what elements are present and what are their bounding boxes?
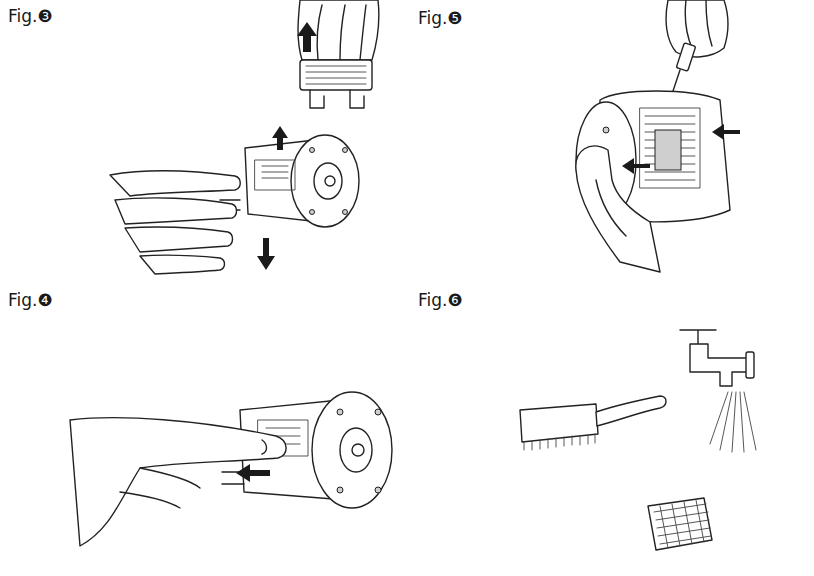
figure-label: Fig.❹ (8, 290, 53, 310)
fig3-fingers (110, 171, 240, 274)
fig6-tap-part (690, 344, 748, 386)
fig6-tap (680, 330, 754, 386)
fig6-tap-part (746, 352, 754, 378)
fig6-foil-part (654, 504, 711, 544)
figure-label: Fig.❸ (8, 6, 53, 26)
fig6-foil-part (660, 500, 704, 548)
fig3-arrow-down (257, 238, 275, 270)
fig5-shaver-part (655, 130, 681, 170)
fig3-shaver-head-part (255, 160, 295, 190)
fig5-screwdriver-hand-part (666, 0, 728, 57)
fig6-water-part (710, 392, 756, 452)
fig3-fingers-part (140, 255, 225, 274)
fig3-shaver-head-part (325, 176, 335, 186)
fig3-arrow-up (297, 22, 317, 52)
fig3-fingers-part (125, 227, 233, 252)
fig6-foil (648, 498, 712, 550)
fig4-shaver-head-part (337, 487, 343, 493)
fig5-screwdriver-hand-part (685, 0, 712, 48)
fig4-arrow-left-part (236, 464, 270, 482)
fig3-arrow-down-part (257, 238, 275, 270)
fig3-arrow-up-small-part (272, 126, 288, 150)
fig5-arrows-part (622, 158, 650, 174)
fig3-shaver-head-part (310, 148, 315, 153)
fig3-shaver-head-part (291, 135, 359, 227)
fig4-hand-part (70, 418, 286, 546)
fig5-arrows-part (712, 124, 740, 140)
fig6-foil-part (648, 498, 712, 550)
figure-label: Fig.❻ (418, 290, 463, 310)
fig3-hand-top-part (298, 0, 379, 60)
fig5-shaver-part (640, 108, 700, 188)
fig5-hand (576, 146, 660, 272)
fig5-screwdriver-hand-part (676, 43, 695, 71)
fig3-hand-top-part (310, 90, 364, 108)
fig5-arrows (622, 124, 740, 174)
fig4-hand-part (262, 440, 267, 454)
fig3-shaver-head-part (310, 210, 315, 215)
fig3-fingers-part (110, 171, 240, 196)
fig6-brush (520, 396, 666, 450)
fig4-hand-part (120, 468, 200, 508)
fig3-hand-top-part (317, 5, 366, 60)
fig4-shaver-head-part (312, 392, 392, 508)
fig3-fingers-part (115, 198, 237, 224)
fig3-shaver-head (220, 135, 359, 227)
fig5-hand-part (576, 146, 660, 272)
fig3-shaver-head-part (343, 148, 348, 153)
fig4-hand (70, 418, 286, 546)
fig6-tap-part (680, 330, 716, 344)
fig3-shaver-head-part (314, 163, 342, 199)
fig4-shaver-head-part (375, 487, 381, 493)
figure-label: Fig.❺ (418, 8, 463, 28)
fig3-arrow-up-part (297, 22, 317, 52)
fig4-shaver-head-part (352, 444, 364, 456)
fig4-shaver-head-part (337, 409, 343, 415)
fig4-shaver-head-part (375, 409, 381, 415)
fig5-shaver-part (645, 116, 695, 180)
fig6-brush-part (520, 404, 598, 442)
fig6-brush-part (524, 434, 595, 450)
fig3-shaver-head-part (343, 210, 348, 215)
fig5-shaver-part (603, 127, 609, 133)
fig4-arrow-left (236, 464, 270, 482)
fig3-hand-top-part (300, 60, 372, 90)
fig3-arrow-up-small (272, 126, 288, 150)
fig5-hand-part (596, 180, 626, 236)
fig3-hand-top-part (306, 66, 366, 84)
fig6-brush-part (596, 396, 666, 426)
fig4-shaver-head-part (340, 428, 372, 472)
fig6-water (710, 392, 756, 452)
fig3-hand-top (298, 0, 379, 108)
